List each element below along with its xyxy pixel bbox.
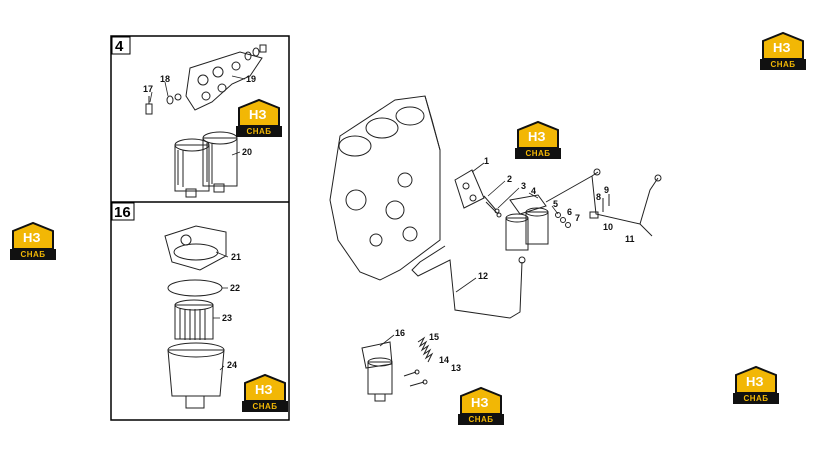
fuel-line-10-11 [545,168,662,237]
twin-filter-assembly-4 [505,194,549,251]
callout-2: 2 [507,174,513,184]
filter-element-23 [174,299,214,340]
callout-22: 22 [230,283,241,293]
callout-9: 9 [604,185,610,195]
panel-4-number: 4 [115,38,124,55]
callout-21: 21 [231,252,242,262]
engine-block [329,95,441,281]
bolts-13-14 [403,369,428,387]
callout-19: 19 [246,74,257,84]
callout-8: 8 [596,192,602,202]
filter-head-21 [164,225,227,271]
panel-16-number-box [111,202,135,221]
callout-10: 10 [603,222,614,232]
callout-3: 3 [521,181,527,191]
filter-head-bracket [185,51,263,111]
nz-snab-logo: НЗ СНАБ [515,120,561,160]
panel-frame-outer [110,35,290,421]
callout-17: 17 [143,84,154,94]
callout-5: 5 [553,199,559,209]
nz-snab-logo: НЗ СНАБ [236,98,282,138]
callout-15: 15 [429,332,440,342]
bolts-2-3 [483,195,502,218]
nz-snab-logo: НЗ СНАБ [242,373,288,413]
nz-snab-logo: НЗ СНАБ [458,386,504,426]
callout-leaders [149,75,559,371]
callout-13: 13 [451,363,462,373]
callout-4: 4 [531,186,537,196]
seal-ring-22 [167,279,223,297]
small-fittings [145,44,267,115]
nz-snab-logo: НЗ СНАБ [760,31,806,71]
callout-14: 14 [439,355,450,365]
filter-bowl-24 [167,342,225,409]
panel-16-number: 16 [114,204,131,221]
nz-snab-logo: НЗ СНАБ [733,365,779,405]
fittings-8-9 [602,194,610,212]
nz-snab-logo: НЗ СНАБ [10,221,56,261]
fuel-line-12 [411,245,526,319]
callout-16: 16 [395,328,406,338]
callout-20: 20 [242,147,253,157]
panel-4-number-box [111,36,131,55]
callout-18: 18 [160,74,171,84]
callout-12: 12 [478,271,489,281]
callout-6: 6 [567,207,573,217]
callout-11: 11 [625,234,635,244]
remote-filter-16 [361,341,393,402]
mounting-bracket-1 [454,169,485,209]
callout-23: 23 [222,313,233,323]
callout-1: 1 [484,156,490,166]
callout-24: 24 [227,360,238,370]
spring-15 [417,336,434,363]
callout-7: 7 [575,213,581,223]
fittings-5-6-7 [555,212,571,228]
twin-filter-cartridges [174,131,238,198]
